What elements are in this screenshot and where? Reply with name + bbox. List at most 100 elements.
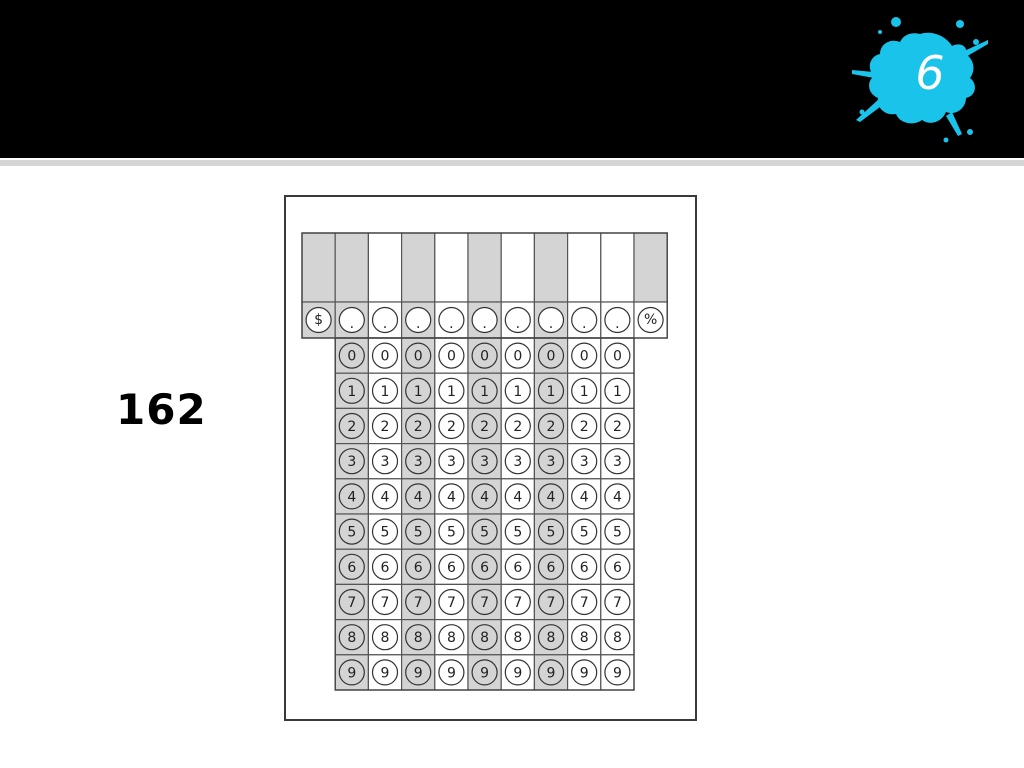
digit-bubble [571, 448, 598, 475]
digit-bubble [371, 483, 399, 510]
digit-bubble [504, 448, 531, 475]
digit-label: 5 [613, 525, 622, 541]
digit-label: 5 [513, 525, 522, 541]
digit-label: 6 [547, 560, 556, 576]
digit-bubble [405, 659, 432, 686]
decimal-bubble [504, 306, 531, 334]
digit-bubble [471, 553, 498, 580]
digit-label: 0 [580, 349, 589, 365]
digit-label: 4 [347, 489, 356, 505]
digit-label: 0 [513, 349, 522, 365]
decimal-bubble [537, 306, 565, 334]
digit-label: 8 [580, 630, 589, 646]
digit-cell [367, 443, 403, 480]
digit-bubble [471, 624, 498, 651]
write-in-box [434, 232, 469, 303]
digit-bubble [571, 342, 598, 369]
digit-cell [434, 513, 469, 550]
digit-label: 0 [613, 349, 622, 365]
digit-bubble [338, 518, 365, 545]
digit-bubble [504, 624, 531, 651]
digit-bubble [438, 448, 465, 475]
digit-cell [600, 372, 635, 410]
digit-bubble [338, 553, 365, 580]
digit-label: 7 [513, 595, 522, 611]
digit-bubble [471, 518, 498, 545]
digit-cell [367, 513, 403, 550]
digit-label: 5 [547, 525, 556, 541]
digit-bubble [338, 412, 365, 440]
digit-label: 6 [613, 560, 622, 576]
digit-cell [500, 583, 536, 621]
digit-label: 4 [414, 489, 423, 505]
digit-bubble [571, 588, 598, 616]
digit-bubble [504, 483, 531, 510]
digit-label: 6 [513, 560, 522, 576]
digit-bubble [338, 624, 365, 651]
digit-label: 2 [347, 419, 356, 435]
digit-cell [533, 583, 569, 621]
digit-cell [500, 618, 536, 656]
digit-bubble [438, 659, 465, 686]
digit-cell [600, 407, 635, 445]
digit-bubble [438, 553, 465, 580]
digit-label: 3 [414, 454, 423, 470]
digit-bubble [537, 588, 565, 616]
header-band [0, 0, 1024, 158]
digit-bubble [338, 448, 365, 475]
decimal-symbol: . [350, 316, 354, 332]
digit-bubble [338, 483, 365, 510]
digit-label: 1 [613, 384, 622, 400]
decimal-bubble [571, 306, 598, 334]
decimal-symbol: . [482, 316, 486, 332]
digit-cell [566, 337, 602, 374]
write-in-box [401, 232, 436, 303]
digit-bubble [571, 624, 598, 651]
digit-label: 4 [613, 489, 622, 505]
digit-cell [334, 407, 370, 445]
digit-bubble [438, 483, 465, 510]
write-in-box [367, 232, 403, 303]
digit-bubble [471, 448, 498, 475]
digit-label: 2 [580, 419, 589, 435]
digit-bubble [405, 518, 432, 545]
digit-label: 2 [480, 419, 489, 435]
digit-bubble [471, 342, 498, 369]
digit-label: 7 [580, 595, 589, 611]
digit-bubble [571, 412, 598, 440]
digit-label: 1 [513, 384, 522, 400]
digit-bubble [604, 624, 631, 651]
digit-label: 9 [414, 665, 423, 681]
digit-bubble [371, 448, 399, 475]
digit-label: 6 [480, 560, 489, 576]
digit-bubble [537, 377, 565, 404]
digit-label: 3 [447, 454, 456, 470]
header-divider [0, 160, 1024, 166]
write-in-box [500, 232, 536, 303]
digit-cell [367, 583, 403, 621]
digit-label: 7 [347, 595, 356, 611]
digit-cell [434, 407, 469, 445]
digit-label: 3 [381, 454, 390, 470]
digit-bubble [571, 518, 598, 545]
digit-bubble [471, 659, 498, 686]
digit-bubble [405, 448, 432, 475]
digit-label: 4 [381, 489, 390, 505]
digit-label: 8 [547, 630, 556, 646]
digit-label: 1 [447, 384, 456, 400]
digit-bubble [371, 377, 399, 404]
digit-bubble [604, 377, 631, 404]
digit-cell [334, 513, 370, 550]
digit-label: 9 [580, 665, 589, 681]
digit-bubble [338, 588, 365, 616]
digit-bubble [371, 588, 399, 616]
digit-label: 9 [447, 665, 456, 681]
digit-cell [533, 372, 569, 410]
percent-bubble [637, 306, 664, 334]
digit-cell [566, 654, 602, 691]
digit-label: 2 [513, 419, 522, 435]
write-in-box [301, 232, 336, 303]
write-in-box [467, 232, 502, 303]
digit-bubble [471, 412, 498, 440]
digit-cell [367, 478, 403, 515]
